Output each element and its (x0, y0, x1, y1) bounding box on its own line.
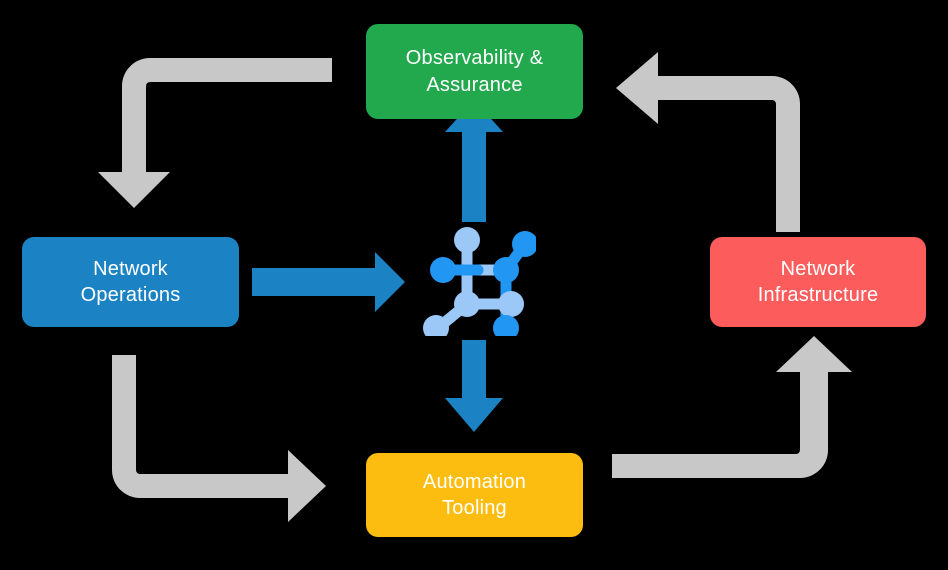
arrow-center-to-automation (445, 340, 503, 432)
arrow-operations-to-automation (112, 355, 326, 522)
node-automation-tooling-label: Automation Tooling (422, 470, 527, 519)
topology-node-center (493, 257, 519, 283)
node-network-infrastructure[interactable]: Network Infrastructure (710, 237, 926, 327)
topology-node-left (430, 257, 456, 283)
topology-nodes (423, 227, 536, 336)
arrow-operations-to-center (252, 252, 405, 312)
node-network-operations-label: Network Operations (80, 257, 181, 306)
node-automation-tooling[interactable]: Automation Tooling (366, 453, 583, 537)
arrow-automation-to-infrastructure (612, 336, 852, 478)
node-observability-assurance[interactable]: Observability & Assurance (366, 24, 583, 119)
topology-node-top-right (512, 231, 536, 257)
arrow-infrastructure-to-observability (616, 52, 800, 232)
topology-node-top (454, 227, 480, 253)
network-topology-icon (423, 227, 536, 336)
topology-node-right (498, 291, 524, 317)
arrow-observability-to-operations (98, 58, 332, 208)
topology-node-bottom (493, 315, 519, 336)
topology-node-bottom-left (423, 315, 449, 336)
topology-node-mid-left (454, 291, 480, 317)
node-observability-label: Observability & Assurance (405, 47, 544, 96)
arrow-center-to-observability (445, 100, 503, 222)
node-network-infrastructure-label: Network Infrastructure (757, 257, 879, 306)
node-network-operations[interactable]: Network Operations (22, 237, 239, 327)
topology-links-secondary (432, 234, 517, 334)
